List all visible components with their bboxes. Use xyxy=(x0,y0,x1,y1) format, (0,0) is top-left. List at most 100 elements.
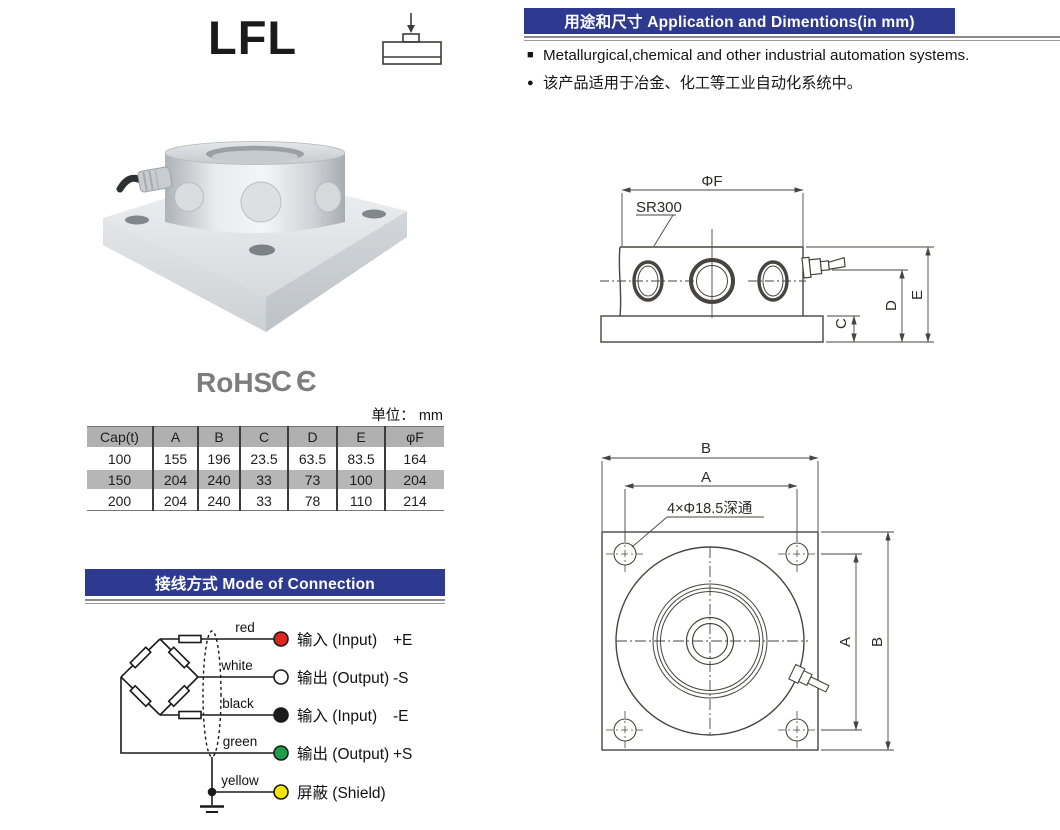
table-header-row: Cap(t) A B C D E φF xyxy=(87,426,444,448)
col-header: E xyxy=(336,426,385,448)
bolt-hole xyxy=(125,215,149,225)
load-direction-icon xyxy=(382,13,442,65)
page-title: LFL xyxy=(208,11,298,64)
table-cell: 63.5 xyxy=(287,448,337,469)
table-cell: 200 xyxy=(107,492,132,509)
table-cell: 164 xyxy=(384,448,444,469)
dim-label-e: E xyxy=(909,290,926,300)
terminal-label: 输出 (Output) xyxy=(297,669,389,687)
corner-holes xyxy=(606,535,816,749)
dim-label-b-top: B xyxy=(701,440,711,457)
sr300-label: SR300 xyxy=(636,199,682,216)
unit-label: 单位： mm xyxy=(371,408,443,424)
dim-label-a-right: A xyxy=(837,637,854,647)
table-cell: 33 xyxy=(239,490,288,511)
col-header: Cap(t) xyxy=(87,426,153,448)
hole-note-leader xyxy=(631,516,764,548)
dim-label-d: D xyxy=(883,300,900,311)
terminal-red xyxy=(273,631,289,647)
side-hole xyxy=(314,181,342,213)
connector-stub xyxy=(788,663,830,693)
circle-bullet-icon: ● xyxy=(527,77,534,89)
flange-outline xyxy=(601,531,819,751)
divider xyxy=(85,603,445,604)
dim-label-b-right: B xyxy=(869,637,886,647)
table-cell: 204 xyxy=(152,469,198,490)
right-dim-lines xyxy=(821,531,894,751)
terminal-label: 输出 (Output) xyxy=(297,745,389,763)
application-bullet-en: ■ Metallurgical,chemical and other indus… xyxy=(527,46,1052,65)
table-cell: 196 xyxy=(197,448,240,469)
col-header: D xyxy=(287,426,337,448)
cable-sheath xyxy=(202,630,222,758)
section-header-application: 用途和尺寸 Application and Dimentions(in mm) xyxy=(524,8,955,34)
side-hole xyxy=(240,181,282,223)
terminal-green xyxy=(273,745,289,761)
application-bullet-zh: ● 该产品适用于冶金、化工等工业自动化系统中。 xyxy=(527,74,1052,93)
wire-name: black xyxy=(222,696,254,711)
table-cell: 100 xyxy=(336,469,385,490)
dim-label-f: ΦF xyxy=(701,173,722,190)
centerlines xyxy=(600,229,806,318)
wire-name: white xyxy=(220,658,253,673)
cable-connector xyxy=(801,256,846,279)
col-header: B xyxy=(197,426,240,448)
center-crosshair xyxy=(616,547,808,735)
ce-mark-logo: CЄ xyxy=(271,366,321,398)
terminal-sign: +S xyxy=(393,746,412,763)
table-cell: 150 xyxy=(107,471,132,488)
wire-name: yellow xyxy=(221,773,259,788)
dim-cde-lines xyxy=(806,246,934,343)
terminal-black xyxy=(273,707,289,723)
wiring-diagram: red white black green yellow 输入 (Input) … xyxy=(120,620,412,813)
dim-f-lines xyxy=(621,187,804,246)
terminal-white xyxy=(273,669,289,685)
bullet-text: 该产品适用于冶金、化工等工业自动化系统中。 xyxy=(543,75,862,92)
table-cell: 155 xyxy=(152,448,198,469)
divider xyxy=(524,40,1060,41)
top-dim-lines xyxy=(601,455,819,541)
table-cell: 33 xyxy=(239,469,288,490)
table-cell: 204 xyxy=(384,469,444,490)
table-cell: 100 xyxy=(107,450,132,467)
cable-gland xyxy=(116,166,173,193)
terminal-sign: -E xyxy=(393,708,409,725)
table-cell: 23.5 xyxy=(239,448,288,469)
col-header: C xyxy=(239,426,288,448)
wire-name: red xyxy=(235,620,255,635)
terminal-label: 屏蔽 (Shield) xyxy=(297,784,386,802)
sr-leader xyxy=(636,214,676,247)
bridge-circuit xyxy=(120,630,274,813)
terminal-sign: +E xyxy=(393,632,412,649)
bolt-hole xyxy=(249,244,275,256)
dim-label-c: C xyxy=(833,318,850,329)
bullet-text: Metallurgical,chemical and other industr… xyxy=(543,47,970,64)
col-header: A xyxy=(152,426,198,448)
table-cell: 78 xyxy=(287,490,337,511)
table-cell: 110 xyxy=(336,490,385,511)
bolt-hole xyxy=(362,209,386,219)
table-cell: 240 xyxy=(197,469,240,490)
table-cell: 214 xyxy=(384,490,444,511)
dim-label-a-top: A xyxy=(701,469,711,486)
table-cell: 204 xyxy=(152,490,198,511)
wire-name-labels: red white black green yellow xyxy=(220,620,259,788)
terminal-sign: -S xyxy=(393,670,409,687)
hole-note: 4×Φ18.5深通 xyxy=(667,500,753,517)
product-photo xyxy=(103,141,407,332)
terminal-label: 输入 (Input) xyxy=(297,707,377,725)
terminal-label: 输入 (Input) xyxy=(297,631,377,649)
terminal-function-labels: 输入 (Input) 输出 (Output) 输入 (Input) 输出 (Ou… xyxy=(297,631,412,802)
table-cell: 240 xyxy=(197,490,240,511)
side-view-drawing: ΦF SR300 C D E xyxy=(600,173,934,343)
top-view-drawing: B A 4×Φ18.5深通 A B xyxy=(601,440,894,751)
divider xyxy=(85,599,445,601)
rohs-logo: RoHS xyxy=(196,367,273,398)
table-cell: 83.5 xyxy=(336,448,385,469)
